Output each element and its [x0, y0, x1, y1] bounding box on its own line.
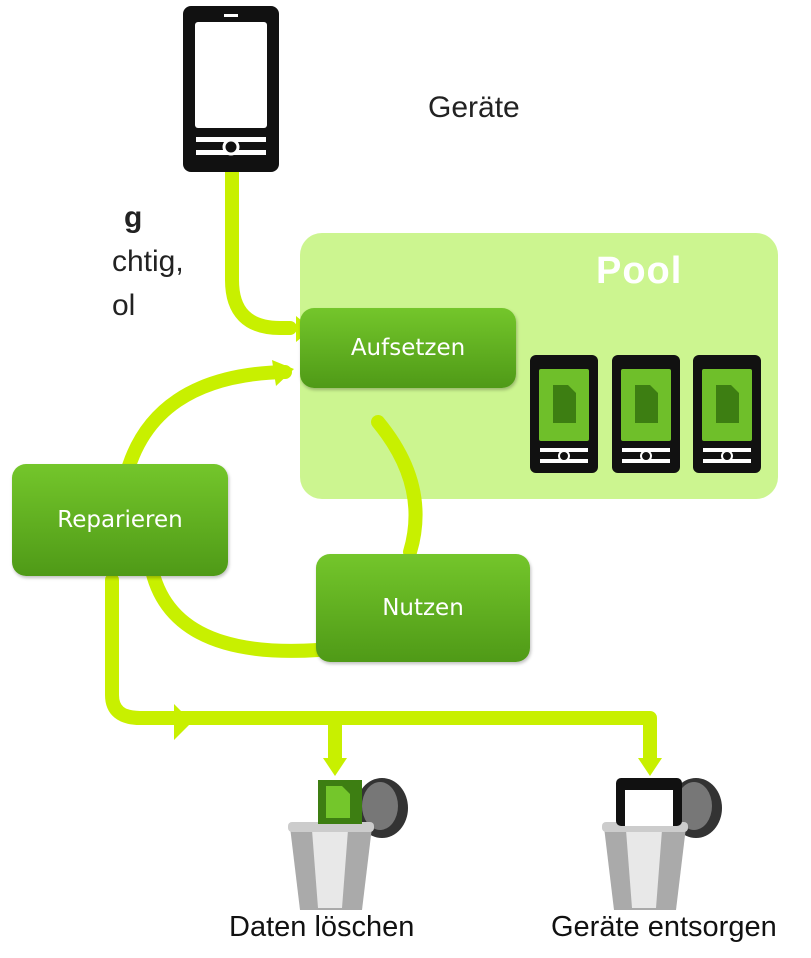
delete-data-caption: Daten löschen: [229, 911, 415, 943]
use-step-label: Nutzen: [382, 595, 464, 621]
pool-phone-3: [693, 355, 761, 473]
arrow-repair-to-bins: [105, 573, 657, 767]
repair-step: Reparieren: [12, 464, 228, 576]
phone-icon: [183, 6, 279, 172]
setup-step: Aufsetzen: [300, 308, 516, 388]
left-text-line-1: Geräte: [428, 91, 520, 124]
arrow-use-to-repair: [143, 553, 325, 658]
left-text-line-2: g: [124, 201, 143, 234]
arrowhead-bin-dispose: [638, 758, 662, 776]
trash-bucket-icon-delete: [288, 778, 408, 910]
repair-step-label: Reparieren: [57, 507, 183, 533]
arrowhead-mid: [174, 704, 192, 740]
left-text-line-3: chtig,: [112, 245, 184, 278]
arrow-setup-to-use: [371, 415, 423, 559]
trash-bucket-icon-dispose: [602, 778, 722, 910]
setup-step-label: Aufsetzen: [350, 335, 466, 361]
arrow-repair-to-setup: [118, 365, 292, 487]
arrowhead-repair-setup: [272, 360, 294, 386]
pool-phone-1: [530, 355, 598, 473]
arrow-phone-to-setup: [225, 165, 297, 335]
arrowhead-bin-delete: [323, 758, 347, 776]
pool-title: Pool: [596, 250, 683, 292]
pool-phone-2: [612, 355, 680, 473]
use-step: Nutzen: [316, 554, 530, 662]
left-text-line-4: ol: [112, 289, 136, 322]
dispose-devices-caption: Geräte entsorgen: [551, 911, 777, 943]
